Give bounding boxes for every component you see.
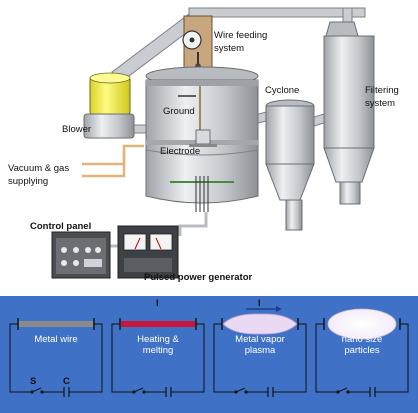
vacuum-label-1: Vacuum & gas <box>8 163 69 174</box>
ground-label: Ground <box>163 106 195 117</box>
stage-circuits <box>9 306 409 397</box>
filtering-label-2: system <box>365 98 395 109</box>
stage-2-label-line-2: melting <box>143 345 174 356</box>
wire-feeding-label-2: system <box>214 43 244 54</box>
apparatus: Wire feeding system Blower Ground Electr… <box>8 7 399 283</box>
stage-1-label-line-1: Metal wire <box>34 334 77 345</box>
stage-1-circuit <box>9 318 103 397</box>
stage-1-loop <box>9 323 103 393</box>
stage-4-label-line-2: particles <box>344 345 380 356</box>
metal-wire <box>19 321 93 327</box>
switch-contact <box>40 390 44 394</box>
switch-lever <box>337 387 348 393</box>
switch-lever <box>31 387 42 393</box>
control-panel-label: Control panel <box>30 221 91 232</box>
reaction-chamber <box>145 66 259 212</box>
stage-2-circuit <box>111 318 205 397</box>
switch-contact <box>346 390 350 394</box>
vacuum-arrows <box>82 144 144 178</box>
vacuum-label-2: supplying <box>8 176 48 187</box>
current-arrowhead <box>276 306 282 312</box>
capacitor-label: C <box>63 376 70 387</box>
switch-contact <box>244 390 248 394</box>
cyclone-label: Cyclone <box>265 85 299 96</box>
current-label: I <box>156 298 159 309</box>
stage-2-label-line-1: Heating & <box>137 334 179 345</box>
stage-4-loop <box>315 323 409 393</box>
filtering-unit <box>323 21 375 205</box>
control-panel-unit <box>51 231 111 279</box>
pulsed-power-generator-unit <box>117 225 179 279</box>
switch-lever <box>133 387 144 393</box>
electrode-label: Electrode <box>160 146 200 157</box>
blower-unit <box>83 72 135 139</box>
switch-lever <box>235 387 246 393</box>
current-label: I <box>258 298 261 309</box>
filtering-label-1: Filtering <box>365 85 399 96</box>
vapor-plasma <box>222 313 298 335</box>
blower-label: Blower <box>62 124 91 135</box>
stage-4-circuit <box>315 308 409 397</box>
switch-label: S <box>30 376 36 387</box>
heated-wire <box>121 321 195 327</box>
nanoparticle-cloud <box>327 308 397 340</box>
pulsed-power-label: Pulsed power generator <box>144 272 253 283</box>
switch-contact <box>142 390 146 394</box>
cyclone-separator <box>265 99 315 231</box>
stage-3-label-line-1: Metal vapor <box>235 334 285 345</box>
stage-4-label-line-1: nano size <box>342 334 383 345</box>
wire-feeding-label-1: Wire feeding <box>214 30 267 41</box>
stage-3-loop <box>213 323 307 393</box>
stage-3-label-line-2: plasma <box>245 345 276 356</box>
stage-2-loop <box>111 323 205 393</box>
stage-3-circuit <box>213 306 307 397</box>
